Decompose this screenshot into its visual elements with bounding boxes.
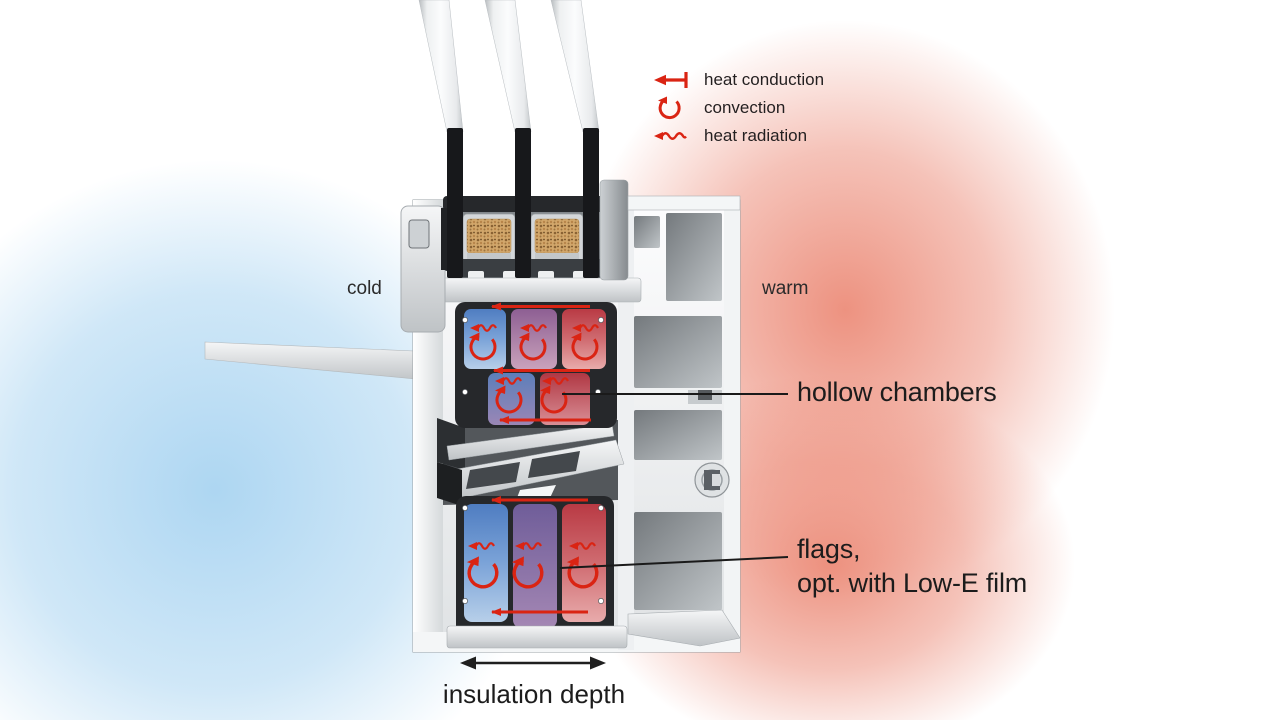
heat-flow-arrows — [467, 302, 600, 424]
flag-chamber-red — [562, 504, 606, 622]
glass-edge-bar — [583, 128, 599, 278]
seal-gasket — [437, 462, 462, 506]
heat-conduction-arrow-icon — [654, 72, 688, 88]
sash-insulation-chambers — [455, 302, 617, 428]
flags-callout-line1: flags, — [797, 534, 861, 564]
legend-row-convection: convection — [648, 94, 824, 122]
legend: heat conduction convection heat radiatio… — [648, 66, 824, 150]
euro-groove-detail — [694, 462, 730, 498]
legend-label-radiation: heat radiation — [704, 126, 808, 145]
legend-row-conduction: heat conduction — [648, 66, 824, 94]
hollow-chamber-blue — [488, 373, 535, 425]
convection-arrow-icon — [658, 96, 681, 120]
bottom-sill — [446, 625, 628, 649]
insulation-depth-label: insulation depth — [442, 679, 626, 709]
glass-pane — [418, 0, 464, 133]
castellated-bridge — [420, 271, 642, 303]
hollow-chambers-callout: hollow chambers — [797, 377, 997, 407]
right-chamber-column — [627, 213, 741, 647]
heat-radiation-arrow-icon — [654, 132, 687, 140]
sash-upstand — [599, 179, 629, 281]
flags-callout: flags, opt. with Low-E film — [797, 532, 1027, 600]
heat-flow-arrows — [465, 496, 599, 616]
callout-pointer-lines — [559, 393, 789, 569]
legend-row-radiation: heat radiation — [648, 122, 824, 150]
legend-label-convection: convection — [704, 98, 786, 117]
glass-pane — [484, 0, 532, 133]
insulation-depth-arrow — [460, 656, 606, 670]
desiccant-spacer — [462, 213, 516, 263]
desiccant-spacer — [530, 213, 584, 263]
cold-side-label: cold — [347, 278, 382, 299]
glass-panes — [418, 0, 600, 278]
glass-pane — [550, 0, 600, 133]
legend-label-conduction: heat conduction — [704, 70, 825, 89]
flags-pointer-line — [559, 556, 789, 569]
warm-side-label: warm — [762, 278, 809, 299]
glass-edge-bar — [515, 128, 531, 278]
screw-port-dots — [462, 505, 604, 604]
flags-callout-line2: opt. with Low-E film — [797, 568, 1028, 598]
flag-chamber-blue — [464, 504, 508, 622]
frame-foot — [627, 609, 741, 647]
sash-frame-junction — [437, 418, 625, 506]
glass-edge-bar — [447, 128, 463, 278]
flag-chamber-purple — [513, 504, 557, 628]
glazing-bead — [400, 205, 447, 333]
frame-insulation-chambers — [456, 496, 614, 636]
